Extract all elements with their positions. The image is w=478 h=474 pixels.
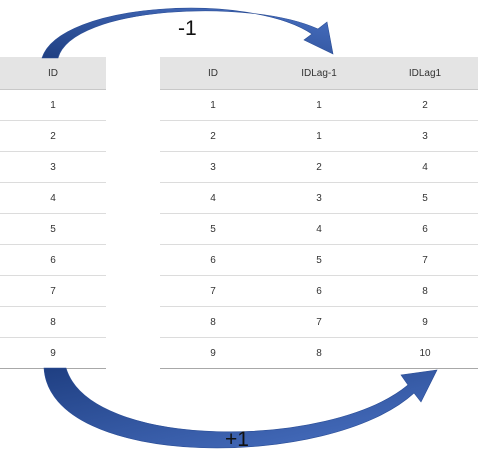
idlag-minus-1-cell: 8 [266,337,372,369]
idlag-1-cell: 8 [372,275,478,307]
lag-result-table: ID IDLag-1 IDLag1 1 1 2 2 1 3 3 2 4 4 [160,57,478,369]
table-row: 5 4 6 [160,213,478,245]
idlag-1-cell: 2 [372,89,478,121]
table-row: 8 [0,306,106,338]
table-row: 5 [0,213,106,245]
table-row: 7 6 8 [160,275,478,307]
idlag-1-cell: 9 [372,306,478,338]
id-cell: 7 [0,275,106,307]
id-cell: 3 [0,151,106,183]
table-row: 4 3 5 [160,182,478,214]
table-header-row: ID [0,57,106,90]
idlag-1-cell: 5 [372,182,478,214]
table-row: 1 1 2 [160,89,478,121]
idlag-minus-1-cell: 7 [266,306,372,338]
table-row: 2 [0,120,106,152]
idlag-1-cell: 4 [372,151,478,183]
id-cell: 1 [160,89,266,121]
idlag-minus-1-cell: 4 [266,213,372,245]
idlag-1-cell: 7 [372,244,478,276]
id-cell: 9 [160,337,266,369]
idlag-minus-1-cell: 1 [266,89,372,121]
idlag-1-cell: 3 [372,120,478,152]
table-row: 6 5 7 [160,244,478,276]
table-row: 9 [0,337,106,369]
idlag-minus-1-cell: 3 [266,182,372,214]
table-row: 4 [0,182,106,214]
id-cell: 9 [0,337,106,369]
column-header-idlag-1: IDLag1 [372,57,478,90]
source-id-table: ID 1 2 3 4 5 6 7 8 9 [0,57,106,369]
idlag-minus-1-cell: 1 [266,120,372,152]
column-header-id: ID [160,57,266,90]
column-header-idlag-minus-1: IDLag-1 [266,57,372,90]
idlag-minus-1-cell: 2 [266,151,372,183]
table-row: 7 [0,275,106,307]
lag-plus-1-label: +1 [225,428,249,451]
table-row: 9 8 10 [160,337,478,369]
lag-minus-1-arrow [41,7,334,59]
table-row: 6 [0,244,106,276]
idlag-1-cell: 6 [372,213,478,245]
id-cell: 4 [0,182,106,214]
idlag-1-cell: 10 [372,337,478,369]
id-cell: 8 [0,306,106,338]
idlag-minus-1-cell: 6 [266,275,372,307]
id-cell: 2 [0,120,106,152]
table-header-row: ID IDLag-1 IDLag1 [160,57,478,90]
id-cell: 2 [160,120,266,152]
id-cell: 7 [160,275,266,307]
id-cell: 4 [160,182,266,214]
column-header-id: ID [0,57,106,90]
id-cell: 6 [0,244,106,276]
lag-minus-1-label: -1 [178,17,197,40]
id-cell: 5 [160,213,266,245]
idlag-minus-1-cell: 5 [266,244,372,276]
lag-plus-1-arrow [43,367,438,449]
table-row: 3 2 4 [160,151,478,183]
table-row: 3 [0,151,106,183]
table-row: 2 1 3 [160,120,478,152]
id-cell: 3 [160,151,266,183]
id-cell: 8 [160,306,266,338]
id-cell: 6 [160,244,266,276]
table-row: 8 7 9 [160,306,478,338]
table-row: 1 [0,89,106,121]
id-cell: 1 [0,89,106,121]
id-cell: 5 [0,213,106,245]
